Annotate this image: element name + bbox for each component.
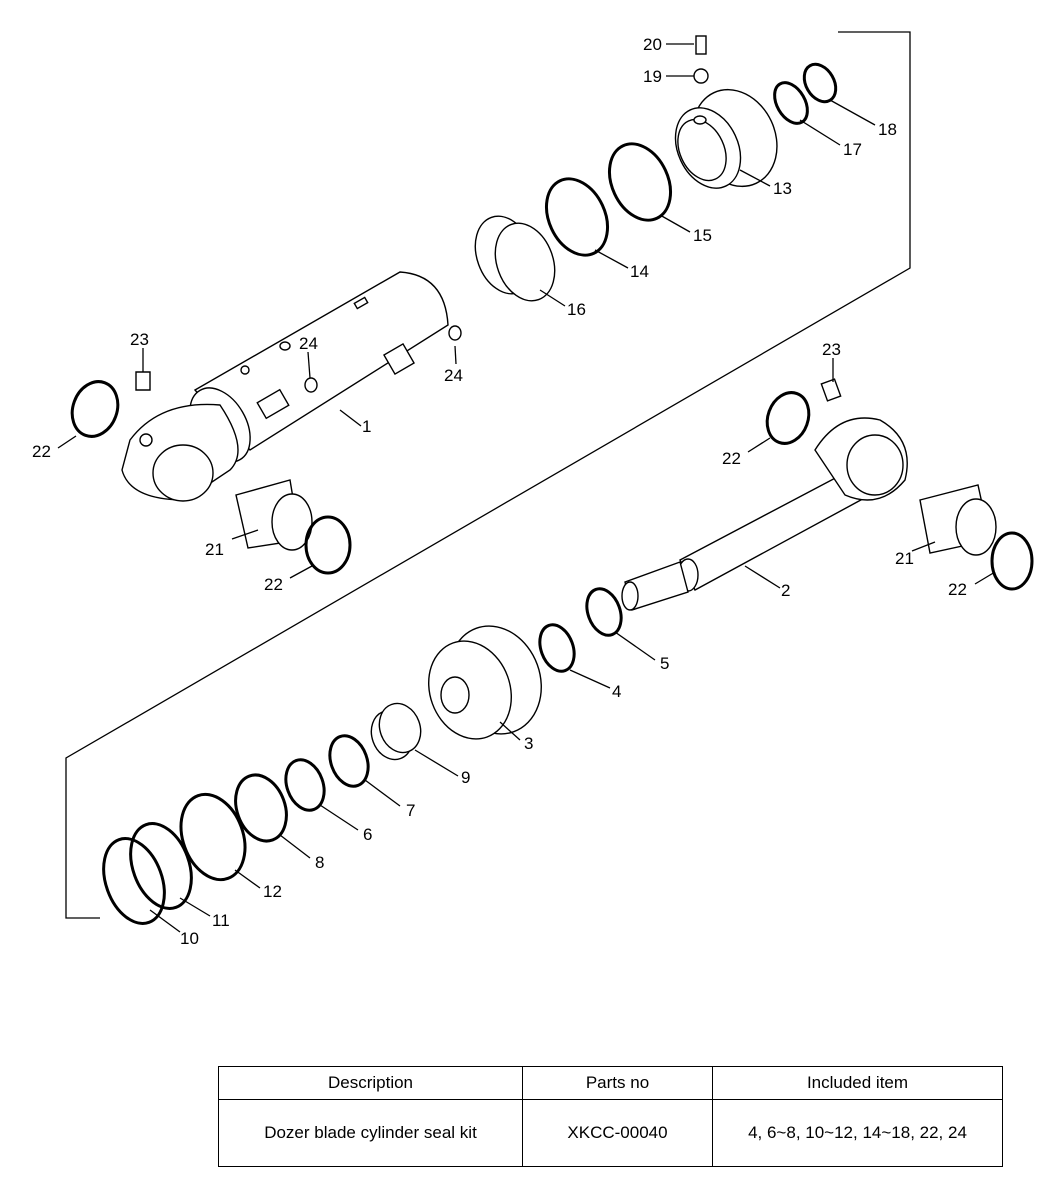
- seal-7: [328, 734, 370, 788]
- dust-seal-22a: [70, 380, 120, 438]
- callout-12: 12: [263, 882, 282, 901]
- callout-20: 20: [643, 35, 662, 54]
- piston-rod: [621, 417, 908, 611]
- callout-7: 7: [406, 801, 415, 820]
- dust-seal-22c: [765, 391, 811, 445]
- callout-labels: 1 2 3 4 5 6 7 8 9 10 11 12 13 14 15 16 1…: [32, 35, 967, 948]
- rod-cover-13: [674, 88, 778, 189]
- header-parts-no: Parts no: [522, 1066, 713, 1100]
- dust-seal-22b: [304, 515, 352, 575]
- cushion-ring-9: [370, 702, 422, 761]
- callout-24-left: 24: [299, 334, 318, 353]
- callout-1: 1: [362, 417, 371, 436]
- leader-lines: [57, 43, 996, 933]
- callout-24-right: 24: [444, 366, 463, 385]
- seal-kit-table: Description Parts no Included item Dozer…: [218, 1066, 1003, 1167]
- o-ring-24b: [448, 325, 462, 341]
- header-description: Description: [218, 1066, 523, 1100]
- seal-8: [234, 773, 288, 843]
- snap-ring-5: [585, 587, 623, 637]
- callout-5: 5: [660, 654, 669, 673]
- callout-4: 4: [612, 682, 621, 701]
- backup-ring-11: [129, 822, 193, 910]
- callout-13: 13: [773, 179, 792, 198]
- set-screw-20: [695, 35, 707, 55]
- rod-bushing-16: [474, 215, 556, 302]
- wear-ring-4: [538, 623, 576, 673]
- callout-19: 19: [643, 67, 662, 86]
- table-row: Dozer blade cylinder seal kit XKCC-00040…: [218, 1099, 1003, 1167]
- callout-16: 16: [567, 300, 586, 319]
- callout-22-right-top: 22: [722, 449, 741, 468]
- callout-21-left: 21: [205, 540, 224, 559]
- grease-nipple-right: [820, 378, 842, 402]
- cylinder-tube: [121, 271, 449, 502]
- o-ring-24a: [304, 377, 318, 393]
- callout-6: 6: [363, 825, 372, 844]
- callout-14: 14: [630, 262, 649, 281]
- cell-description: Dozer blade cylinder seal kit: [218, 1099, 523, 1167]
- callout-8: 8: [315, 853, 324, 872]
- seal-14: [545, 177, 609, 257]
- bushing-21-right: [919, 484, 997, 556]
- cell-parts-no: XKCC-00040: [522, 1099, 713, 1167]
- callout-11: 11: [212, 911, 230, 930]
- callout-10: 10: [180, 929, 199, 948]
- steel-ball-19: [693, 68, 709, 84]
- callout-21-right: 21: [895, 549, 914, 568]
- callout-15: 15: [693, 226, 712, 245]
- callout-22-left-top: 22: [32, 442, 51, 461]
- piston-3: [428, 625, 542, 740]
- exploded-view-frame: [65, 31, 911, 919]
- callout-23-left: 23: [130, 330, 149, 349]
- callout-18: 18: [878, 120, 897, 139]
- callout-23-right: 23: [822, 340, 841, 359]
- seal-15: [608, 142, 672, 222]
- callout-17: 17: [843, 140, 862, 159]
- seal-6: [284, 758, 326, 812]
- o-ring-12: [179, 792, 247, 882]
- bushing-21-left: [235, 479, 313, 551]
- callout-2: 2: [781, 581, 790, 600]
- callout-3: 3: [524, 734, 533, 753]
- callout-22-right-bottom: 22: [948, 580, 967, 599]
- grease-nipple-left: [135, 371, 151, 391]
- callout-9: 9: [461, 768, 470, 787]
- cell-included-item: 4, 6~8, 10~12, 14~18, 22, 24: [712, 1099, 1003, 1167]
- o-ring-17: [773, 81, 809, 125]
- dust-seal-22d: [990, 531, 1034, 591]
- o-ring-10: [102, 837, 166, 925]
- header-included-item: Included item: [712, 1066, 1003, 1100]
- callout-22-left-bottom: 22: [264, 575, 283, 594]
- table-header-row: Description Parts no Included item: [218, 1066, 1003, 1100]
